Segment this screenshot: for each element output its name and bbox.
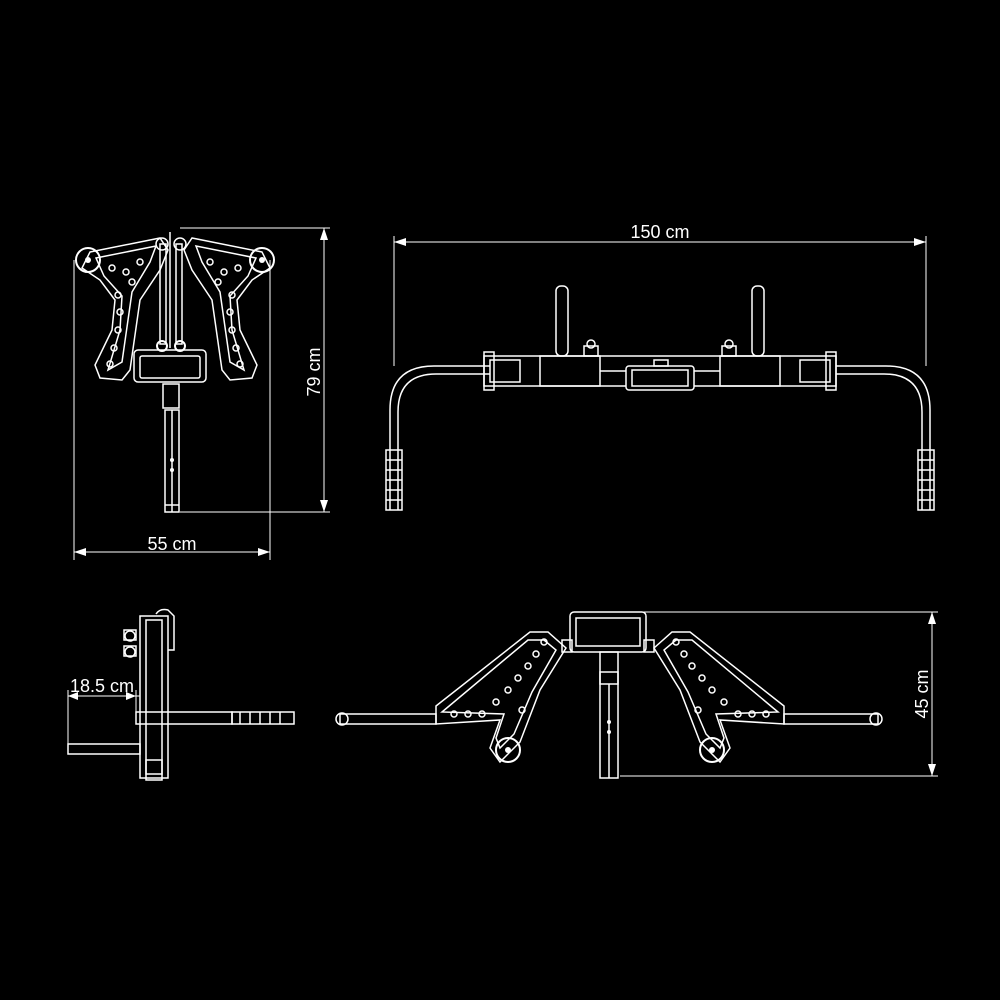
bottom-height-label: 45 cm [912, 669, 932, 718]
bottom-dimension-lines [620, 611, 938, 777]
front-width-label: 55 cm [147, 534, 196, 554]
front-view [75, 232, 275, 513]
side-dimension-lines [67, 690, 140, 744]
top-dimension-lines [393, 236, 927, 366]
top-view [385, 285, 935, 511]
side-view [67, 608, 295, 781]
bottom-view [335, 611, 883, 779]
front-height-label: 79 cm [304, 347, 324, 396]
side-offset-label: 18.5 cm [70, 676, 134, 696]
top-width-label: 150 cm [630, 222, 689, 242]
front-dimension-lines [73, 227, 330, 560]
